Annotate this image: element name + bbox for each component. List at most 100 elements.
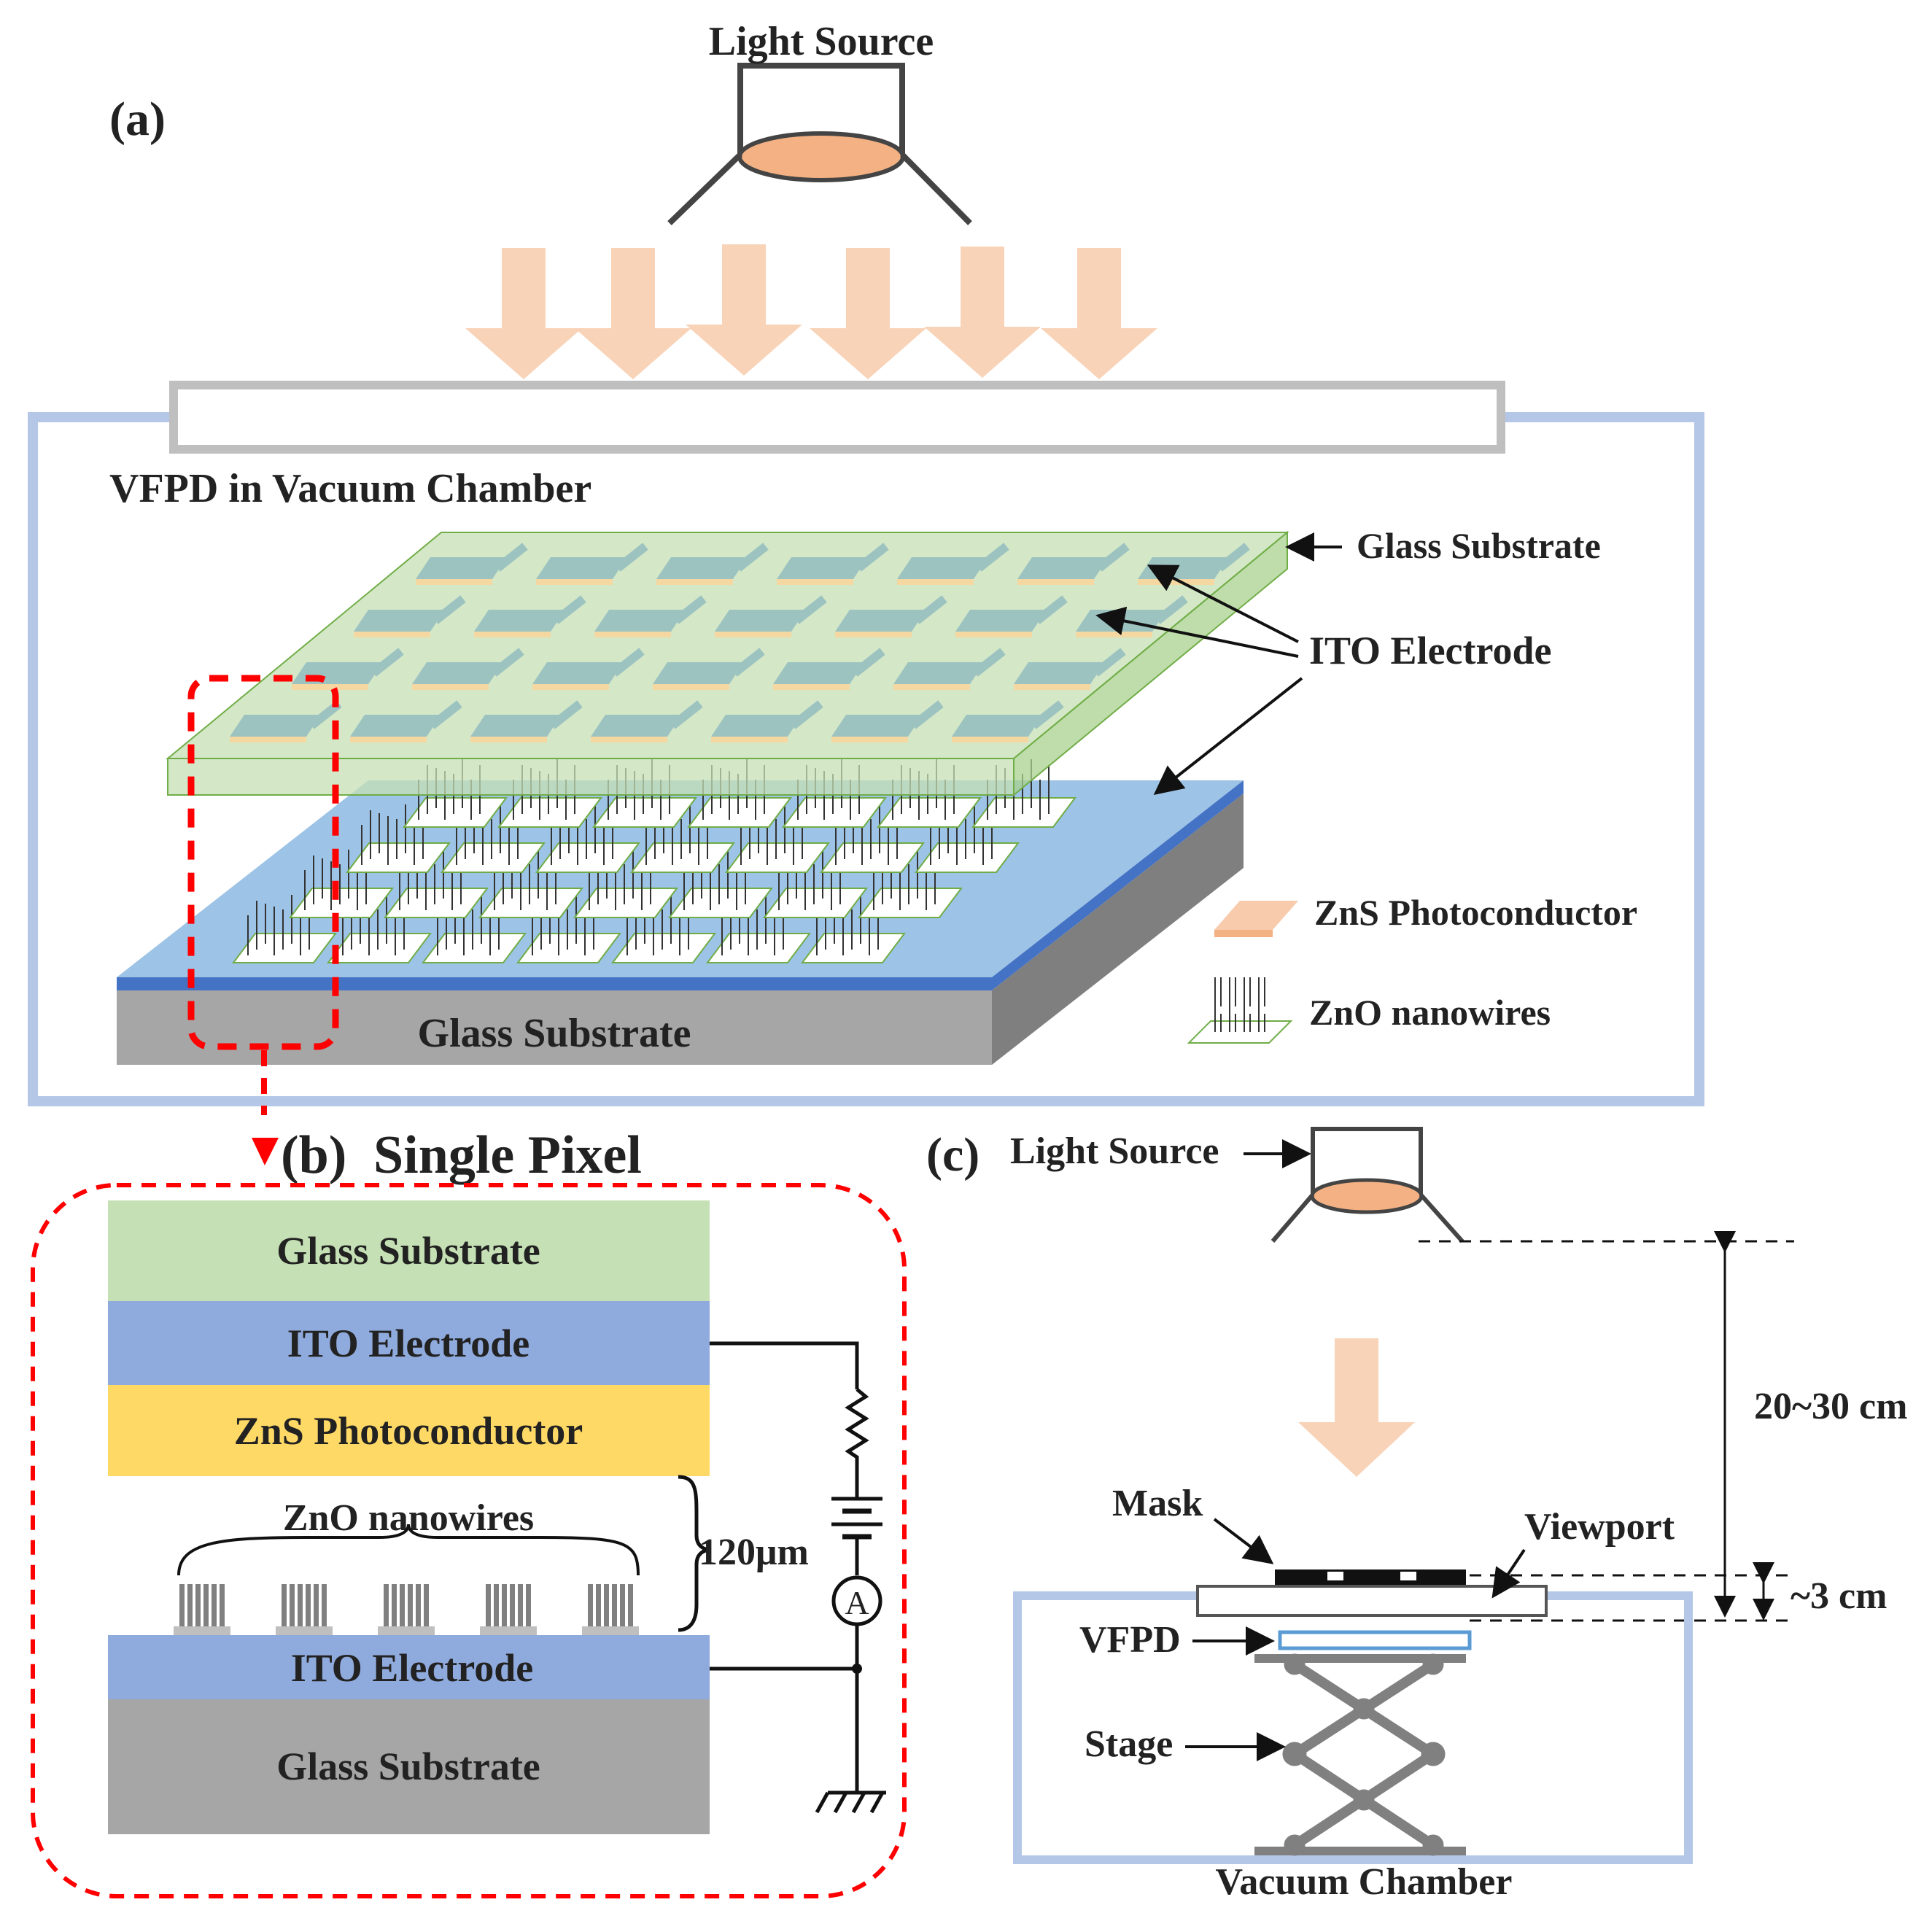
mask-gap bbox=[1400, 1572, 1416, 1580]
zno-legend-swatch bbox=[1187, 977, 1293, 1044]
ito-electrode bbox=[591, 700, 703, 742]
nanowire-bundle bbox=[582, 1584, 639, 1635]
vfpd-label: VFPD bbox=[1079, 1619, 1181, 1661]
ito-electrode bbox=[955, 595, 1068, 637]
ito-electrode bbox=[777, 543, 889, 585]
layer-ito-bottom bbox=[108, 1635, 710, 1699]
layer-glass-top-label: Glass Substrate bbox=[276, 1229, 540, 1273]
vfpd-device bbox=[1278, 1630, 1472, 1650]
panel-c-chamber-label: Vacuum Chamber bbox=[1216, 1861, 1513, 1903]
nanowire-pad bbox=[535, 804, 640, 873]
bottom-substrate bbox=[117, 780, 1244, 1065]
ito-electrode-label: ITO Electrode bbox=[1309, 629, 1552, 672]
ito-electrode bbox=[350, 700, 462, 742]
ammeter-symbol: A bbox=[845, 1584, 869, 1621]
mask bbox=[1275, 1569, 1466, 1586]
ito-electrode bbox=[594, 595, 707, 637]
light-arrow bbox=[924, 247, 1041, 378]
ito-electrode bbox=[532, 648, 645, 690]
ito-electrode bbox=[230, 700, 342, 742]
stage-label: Stage bbox=[1085, 1723, 1173, 1765]
nanowire-pad bbox=[611, 895, 716, 963]
ito-arrow-2 bbox=[1095, 606, 1299, 658]
ito-arrow-3 bbox=[1153, 677, 1303, 795]
layer-zns bbox=[108, 1385, 710, 1476]
light-arrow bbox=[686, 244, 802, 376]
zno-legend-label: ZnO nanowires bbox=[1309, 992, 1551, 1033]
mask-gap bbox=[1327, 1572, 1343, 1580]
panel-c-light-arrow-big bbox=[1298, 1338, 1415, 1477]
ito-electrode bbox=[1014, 648, 1126, 690]
distance-long-label: 20~30 cm bbox=[1754, 1386, 1907, 1427]
ito-electrode bbox=[470, 700, 583, 742]
resistor-icon bbox=[845, 1388, 869, 1466]
viewport-label: Viewport bbox=[1524, 1506, 1675, 1548]
nanowire-pad bbox=[573, 850, 678, 918]
light-arrows bbox=[465, 244, 1157, 379]
panel-b-tag: (b) bbox=[281, 1125, 346, 1185]
mask-arrow bbox=[1213, 1518, 1274, 1564]
gap-label: 120μm bbox=[699, 1532, 809, 1573]
ito-electrode bbox=[773, 648, 885, 690]
ito-electrode bbox=[715, 595, 827, 637]
ito-electrode bbox=[412, 648, 524, 690]
panel-c-light-source-icon bbox=[1270, 1127, 1464, 1243]
light-arrow bbox=[1041, 248, 1157, 379]
light-source-icon bbox=[667, 63, 972, 225]
light-arrow bbox=[575, 248, 691, 379]
ito-electrode bbox=[1017, 543, 1130, 585]
nanowires-label: ZnO nanowires bbox=[283, 1497, 534, 1539]
distance-short-label: ~3 cm bbox=[1791, 1575, 1887, 1617]
circuit-junction bbox=[852, 1664, 862, 1674]
ito-electrode bbox=[653, 648, 765, 690]
panel-c-tag: (c) bbox=[926, 1128, 979, 1181]
nanowire-bundle bbox=[276, 1584, 333, 1635]
mask-label: Mask bbox=[1112, 1483, 1203, 1524]
ito-electrode bbox=[416, 543, 528, 585]
zns-legend-swatch bbox=[1214, 901, 1298, 937]
chamber-title: VFPD in Vacuum Chamber bbox=[109, 466, 591, 511]
nanowire-bundles bbox=[174, 1584, 639, 1635]
viewport-arrow bbox=[1491, 1548, 1526, 1599]
chamber-window bbox=[169, 381, 1505, 454]
nanowire-pad bbox=[516, 895, 621, 963]
ito-electrode bbox=[952, 700, 1064, 742]
nanowire-pad bbox=[725, 804, 830, 873]
ito-electrode bbox=[656, 543, 769, 585]
nanowire-pad bbox=[592, 759, 697, 828]
light-arrow bbox=[810, 248, 926, 379]
ito-electrode bbox=[354, 595, 466, 637]
viewport bbox=[1196, 1585, 1548, 1617]
nanowire-bundle bbox=[378, 1584, 435, 1635]
ito-electrode bbox=[893, 648, 1006, 690]
ito-electrode bbox=[711, 700, 823, 742]
pixel-highlight-box bbox=[187, 675, 339, 1050]
layer-ito-bottom-label: ITO Electrode bbox=[291, 1646, 534, 1690]
layer-glass-bottom-label: Glass Substrate bbox=[276, 1745, 540, 1788]
circuit bbox=[710, 1341, 886, 1814]
panel-a-tag: (a) bbox=[109, 93, 166, 146]
layer-glass-bottom bbox=[108, 1699, 710, 1834]
nanowire-pad bbox=[971, 759, 1076, 828]
light-arrow bbox=[465, 248, 582, 379]
stage-icon bbox=[1254, 1653, 1466, 1856]
layer-zns-label: ZnS Photoconductor bbox=[234, 1409, 583, 1453]
glass-substrate-top-label: Glass Substrate bbox=[1357, 525, 1601, 566]
nanowire-pad bbox=[478, 850, 583, 918]
ito-electrode bbox=[897, 543, 1009, 585]
nanowire-pad bbox=[422, 895, 527, 963]
pixel-highlight-arrow bbox=[261, 1050, 267, 1115]
panel-c-light-source-label: Light Source bbox=[1010, 1130, 1219, 1172]
nanowire-pad bbox=[858, 850, 963, 918]
nanowire-pad bbox=[915, 804, 1020, 873]
nanowire-pad bbox=[232, 895, 337, 963]
nanowire-pad bbox=[384, 850, 489, 918]
distance-markers bbox=[1419, 1231, 1794, 1622]
nanowire-pad bbox=[327, 895, 432, 963]
gap-brace bbox=[678, 1475, 712, 1632]
nanowires-brace bbox=[177, 1524, 640, 1576]
nanowire-bundle bbox=[174, 1584, 230, 1635]
nanowire-pad bbox=[346, 804, 451, 873]
layer-ito-top-label: ITO Electrode bbox=[287, 1322, 530, 1365]
